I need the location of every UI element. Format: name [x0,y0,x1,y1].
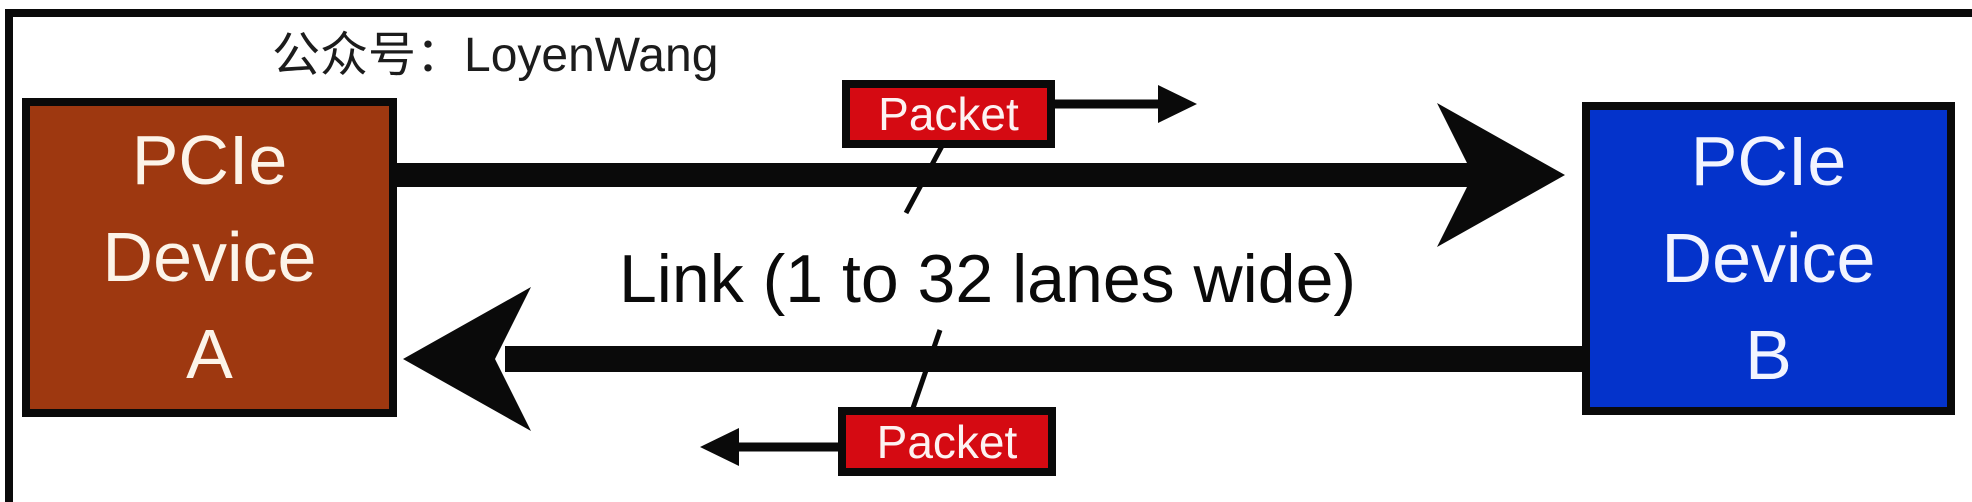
link-b-to-a-shaft [505,346,1582,372]
packet-bottom-box: Packet [838,407,1056,476]
device-b-label: PCIe Device B [1661,122,1876,394]
frame-top-border [5,9,1972,17]
arrowhead-right-icon [1437,103,1565,247]
packet-top-label: Packet [878,88,1019,140]
frame-left-border [5,9,13,502]
packet-bottom-label: Packet [876,415,1018,468]
arrowhead-left-icon [403,287,531,431]
packet-top-arrowhead-icon [1158,85,1197,123]
device-a-label: PCIe Device A [102,121,317,393]
link-label: Link (1 to 32 lanes wide) [618,241,1357,317]
packet-top-box: Packet [842,80,1055,148]
packet-bottom-arrowhead-icon [700,428,739,466]
device-a-box: PCIe Device A [22,98,397,417]
device-b-box: PCIe Device B [1582,102,1955,415]
watermark-text: 公众号：LoyenWang [272,29,719,82]
packet-bottom-callout-slash [909,329,943,412]
packet-top-callout-slash [903,144,945,215]
link-a-to-b-shaft [395,163,1473,187]
